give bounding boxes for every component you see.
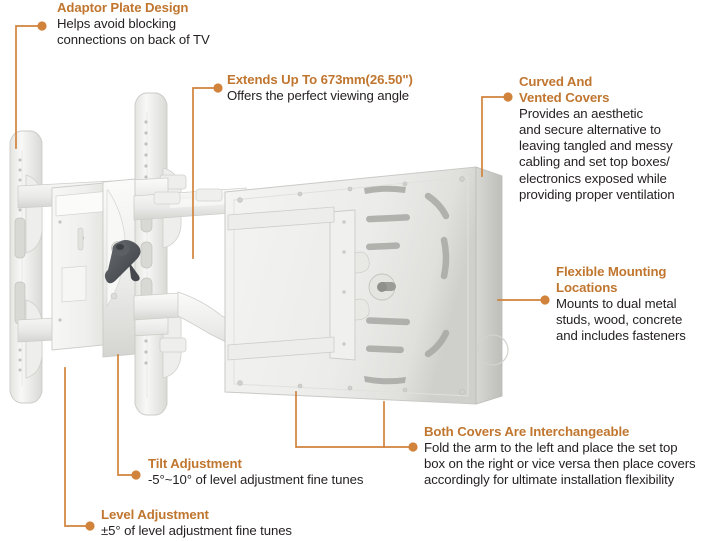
callout-extends-up-to: Extends Up To 673mm(26.50") Offers the p… — [227, 72, 497, 104]
callout-body: Offers the perfect viewing angle — [227, 88, 410, 104]
callout-body: Fold the arm to the left and place the s… — [424, 440, 696, 488]
wall-plate — [224, 166, 509, 405]
callout-flexible-mounting-locations: Flexible Mounting Locations Mounts to du… — [556, 264, 720, 344]
tv-adaptor-rail-right — [134, 92, 187, 416]
adaptor-plate — [51, 181, 115, 351]
wall-plate-keyhole — [368, 273, 396, 301]
callout-title: Adaptor Plate Design — [57, 0, 189, 15]
callout-both-covers-are-interchangeable: Both Covers Are Interchangeable Fold the… — [424, 424, 720, 488]
callout-body: Mounts to dual metal studs, wood, concre… — [556, 296, 686, 344]
callout-title: Level Adjustment — [101, 507, 209, 522]
callout-title: Both Covers Are Interchangeable — [424, 424, 630, 439]
tilt-lever[interactable] — [104, 239, 141, 284]
wall-plate-bracket-cage — [227, 206, 370, 361]
callout-body: Provides an aesthetic and secure alterna… — [519, 106, 675, 202]
callout-curved-and-vented-covers: Curved And Vented Covers Provides an aes… — [519, 74, 719, 203]
callout-level-adjustment: Level Adjustment ±5° of level adjustment… — [101, 507, 391, 539]
callout-title: Extends Up To 673mm(26.50") — [227, 72, 413, 87]
callout-title: Tilt Adjustment — [148, 456, 242, 471]
callout-adaptor-plate-design: Adaptor Plate Design Helps avoid blockin… — [57, 0, 287, 48]
callout-body: Helps avoid blocking connections on back… — [57, 16, 210, 48]
wall-plate-vent-slots — [364, 185, 410, 385]
callout-title: Curved And Vented Covers — [519, 74, 610, 106]
tv-adaptor-rail-left — [9, 130, 43, 404]
cable-access-port — [477, 334, 509, 366]
callout-body: -5°~10° of level adjustment fine tunes — [148, 472, 364, 488]
callout-body: ±5° of level adjustment fine tunes — [101, 523, 292, 539]
callout-title: Flexible Mounting Locations — [556, 264, 667, 296]
wall-plate-arc-slots — [424, 192, 450, 358]
callout-tilt-adjustment: Tilt Adjustment -5°~10° of level adjustm… — [148, 456, 438, 488]
